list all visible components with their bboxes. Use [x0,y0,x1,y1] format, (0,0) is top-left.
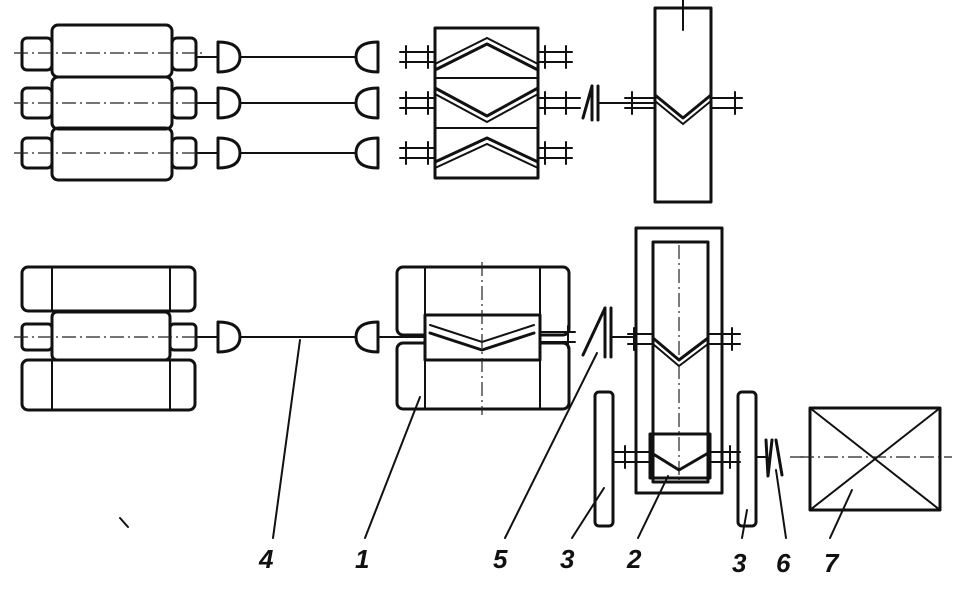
top-clutch [581,84,656,122]
leader-lines [272,339,853,539]
label-reducer-2: 2 [626,544,642,574]
bottom-pinion-stand [379,262,576,415]
label-flywheel-3-left: 3 [560,544,575,574]
top-roll-upper [14,23,205,79]
top-roll-lower [14,126,205,182]
label-coupling-6: 6 [776,548,791,578]
bottom-clutch [581,306,636,359]
bottom-reducer [614,226,741,495]
label-clutch-5: 5 [493,544,508,574]
motor-coupling [755,438,810,478]
part-labels: 4 1 5 3 2 3 6 7 [258,544,840,578]
bottom-assembly [14,226,952,528]
top-spindles [197,40,380,170]
top-reducer [624,0,743,204]
bottom-mill-stand [14,265,205,412]
top-assembly [14,0,743,204]
label-spindle-4: 4 [258,544,274,574]
top-pinion-stand [399,26,581,180]
label-motor-7: 7 [824,548,840,578]
label-pinion-stand-1: 1 [355,544,369,574]
stray-mark [119,517,129,528]
label-flywheel-3-right: 3 [732,548,747,578]
top-roll-middle [14,75,205,131]
flywheel-right [736,390,758,528]
flywheel-left [593,390,615,528]
bottom-spindle [197,320,380,354]
electric-motor [800,406,952,512]
